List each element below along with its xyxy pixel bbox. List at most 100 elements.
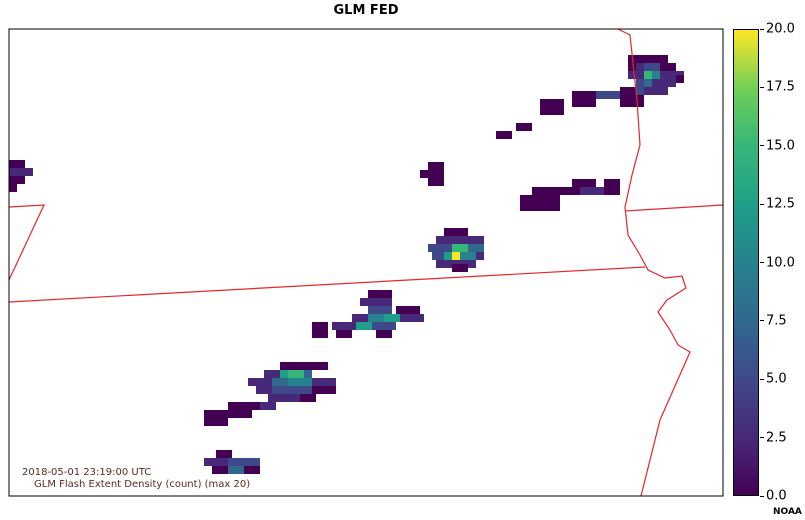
density-cell bbox=[428, 244, 452, 252]
density-cell bbox=[312, 378, 336, 386]
border-right-horizontal bbox=[624, 204, 724, 212]
density-cell bbox=[520, 195, 560, 203]
density-cell bbox=[336, 330, 352, 338]
density-cell bbox=[9, 168, 33, 176]
density-cell bbox=[444, 228, 468, 236]
density-cell bbox=[296, 386, 312, 394]
density-cell bbox=[256, 386, 280, 394]
density-cell bbox=[532, 187, 548, 195]
border-right-vertical bbox=[617, 28, 691, 497]
density-cell bbox=[228, 410, 252, 418]
density-cell bbox=[628, 55, 668, 63]
density-cell bbox=[312, 322, 328, 330]
density-cell bbox=[312, 330, 328, 338]
colorbar-tick bbox=[760, 145, 764, 147]
density-cell bbox=[372, 322, 396, 330]
colorbar-tick bbox=[760, 28, 764, 30]
density-cell bbox=[204, 418, 228, 426]
density-cell bbox=[332, 322, 364, 330]
state-borders bbox=[8, 28, 724, 497]
colorbar-tick bbox=[760, 495, 764, 497]
density-cell bbox=[396, 306, 420, 314]
density-cell bbox=[312, 386, 336, 394]
density-cell bbox=[420, 170, 444, 178]
density-cell bbox=[204, 410, 236, 418]
density-cell bbox=[572, 179, 596, 187]
density-cell bbox=[216, 450, 232, 458]
density-cell bbox=[300, 394, 316, 402]
density-cell bbox=[368, 306, 392, 314]
density-cell bbox=[496, 131, 512, 139]
colorbar-tick-label: 20.0 bbox=[766, 21, 795, 37]
colorbar-tick-label: 7.5 bbox=[766, 313, 787, 329]
density-cell bbox=[644, 63, 660, 71]
colorbar-tick-label: 0.0 bbox=[766, 488, 787, 504]
density-cell bbox=[628, 71, 652, 79]
density-cell bbox=[428, 178, 444, 186]
density-cell bbox=[264, 370, 288, 378]
colorbar-tick-label: 17.5 bbox=[766, 79, 795, 95]
density-cell bbox=[468, 244, 484, 252]
map-frame bbox=[8, 28, 724, 497]
density-cell bbox=[636, 79, 644, 87]
density-cell bbox=[652, 79, 676, 87]
density-cell bbox=[452, 252, 460, 260]
density-cell bbox=[540, 107, 564, 115]
density-cell bbox=[676, 75, 684, 83]
density-cell bbox=[352, 314, 376, 322]
colorbar-tick-label: 12.5 bbox=[766, 196, 795, 212]
density-cell bbox=[212, 466, 228, 474]
density-cell bbox=[572, 187, 580, 195]
colorbar-tick bbox=[760, 262, 764, 263]
density-cell bbox=[660, 63, 676, 71]
density-cell bbox=[268, 394, 300, 402]
density-cell bbox=[660, 71, 684, 79]
density-cell bbox=[460, 252, 476, 260]
density-cell bbox=[244, 466, 260, 474]
density-cell bbox=[288, 378, 320, 386]
density-cell bbox=[428, 162, 444, 170]
density-cell bbox=[272, 378, 288, 386]
density-cell bbox=[604, 179, 620, 187]
density-cell bbox=[516, 123, 532, 131]
plot-title: GLM FED bbox=[333, 3, 399, 18]
density-cell bbox=[360, 298, 392, 306]
density-cell bbox=[9, 176, 25, 184]
colorbar-tick bbox=[760, 86, 764, 88]
colorbar bbox=[733, 29, 759, 496]
colorbar-tick-label: 10.0 bbox=[766, 255, 795, 270]
density-cell bbox=[9, 184, 17, 192]
density-cell bbox=[620, 87, 636, 95]
colorbar-tick-label: 15.0 bbox=[766, 138, 795, 154]
colorbar-tick bbox=[760, 378, 764, 380]
density-cell bbox=[356, 322, 372, 330]
density-cell bbox=[520, 203, 560, 211]
density-cell bbox=[368, 290, 392, 298]
density-cell bbox=[400, 314, 424, 322]
density-cell bbox=[572, 99, 596, 107]
border-left-diagonal bbox=[8, 204, 45, 281]
colorbar-tick bbox=[760, 203, 764, 205]
density-cell bbox=[288, 370, 304, 378]
density-cell bbox=[376, 330, 392, 338]
density-cell bbox=[384, 314, 400, 322]
density-cell bbox=[636, 87, 644, 95]
product-label: GLM Flash Extent Density (count) (max 20… bbox=[34, 479, 251, 490]
density-cell bbox=[248, 378, 280, 386]
density-cell bbox=[260, 402, 276, 410]
density-cell bbox=[620, 99, 644, 107]
density-cell bbox=[280, 362, 328, 370]
density-cell bbox=[572, 91, 604, 99]
density-cell bbox=[436, 236, 484, 244]
density-cell bbox=[604, 187, 620, 195]
density-cell bbox=[452, 244, 468, 252]
colorbar-tick-label: 5.0 bbox=[766, 371, 787, 387]
density-cell bbox=[580, 187, 604, 195]
density-cell bbox=[596, 91, 620, 99]
density-cell bbox=[228, 402, 268, 410]
density-cell bbox=[304, 370, 312, 378]
timestamp-label: 2018-05-01 23:19:00 UTC bbox=[22, 467, 152, 478]
border-horizontal-long bbox=[8, 266, 646, 303]
density-cell bbox=[540, 99, 564, 107]
